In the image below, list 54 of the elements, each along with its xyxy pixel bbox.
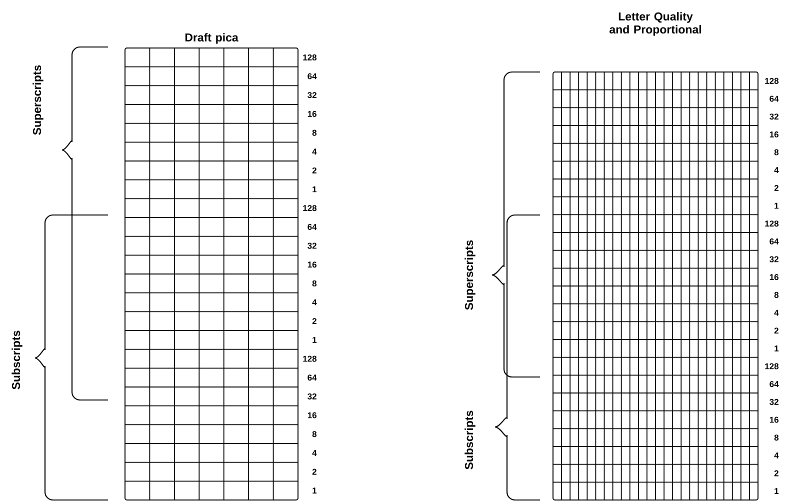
bit-value: 4 xyxy=(774,452,779,458)
bit-value: 8 xyxy=(312,130,317,136)
bit-value: 16 xyxy=(770,131,778,138)
bit-value: 64 xyxy=(770,381,779,388)
bit-value: 2 xyxy=(774,470,778,476)
bit-value: 32 xyxy=(308,242,316,249)
bit-value: 128 xyxy=(765,78,779,84)
bit-value: 2 xyxy=(312,468,316,475)
bit-value: 1 xyxy=(774,202,779,209)
bit-value: 2 xyxy=(312,318,316,324)
bit-value: 32 xyxy=(770,398,778,405)
bit-value: 64 xyxy=(308,73,317,80)
bit-value: 8 xyxy=(774,149,779,156)
bit-value: 128 xyxy=(303,205,317,212)
bit-value: 8 xyxy=(312,280,317,286)
bit-value: 32 xyxy=(308,92,316,98)
bit-value: 16 xyxy=(770,274,778,280)
grid-title: Draft pica xyxy=(185,33,238,44)
bit-value: 4 xyxy=(774,167,779,173)
bit-value: 2 xyxy=(312,167,316,174)
bit-value: 2 xyxy=(774,328,778,334)
bit-value: 16 xyxy=(308,262,316,268)
brace-label: Superscripts xyxy=(464,240,476,310)
bit-value: 32 xyxy=(308,393,316,400)
bit-value: 32 xyxy=(770,256,778,262)
bit-value: 64 xyxy=(770,238,779,244)
bit-value: 1 xyxy=(312,337,317,343)
bit-value: 32 xyxy=(770,114,778,120)
bit-value: 64 xyxy=(770,96,779,102)
bit-value: 4 xyxy=(312,450,317,456)
bit-value: 4 xyxy=(312,148,317,154)
bit-value: 128 xyxy=(765,220,779,227)
brace-label: Superscripts xyxy=(32,65,44,135)
bit-value: 4 xyxy=(774,310,779,316)
bit-value: 8 xyxy=(312,431,317,438)
brace-label: Subscripts xyxy=(464,410,476,470)
bit-value: 128 xyxy=(303,54,317,60)
bit-value: 1 xyxy=(774,346,779,352)
brace-label: Subscripts xyxy=(12,330,22,390)
bit-value: 2 xyxy=(774,184,778,191)
bit-value: 16 xyxy=(308,412,316,418)
bit-value: 16 xyxy=(770,416,778,423)
bit-value: 4 xyxy=(312,299,317,306)
bit-value: 8 xyxy=(774,434,779,441)
bit-value: 128 xyxy=(765,363,779,370)
bit-value: 64 xyxy=(308,224,317,230)
bit-value: 1 xyxy=(312,488,317,494)
bit-value: 1 xyxy=(312,186,317,192)
bit-value: 64 xyxy=(308,374,317,381)
bit-value: 1 xyxy=(774,488,779,494)
bit-value: 16 xyxy=(308,110,316,117)
bit-value: 128 xyxy=(303,356,317,362)
grid-title: Letter Quality and Proportional xyxy=(610,12,702,36)
bit-value: 8 xyxy=(774,292,779,298)
